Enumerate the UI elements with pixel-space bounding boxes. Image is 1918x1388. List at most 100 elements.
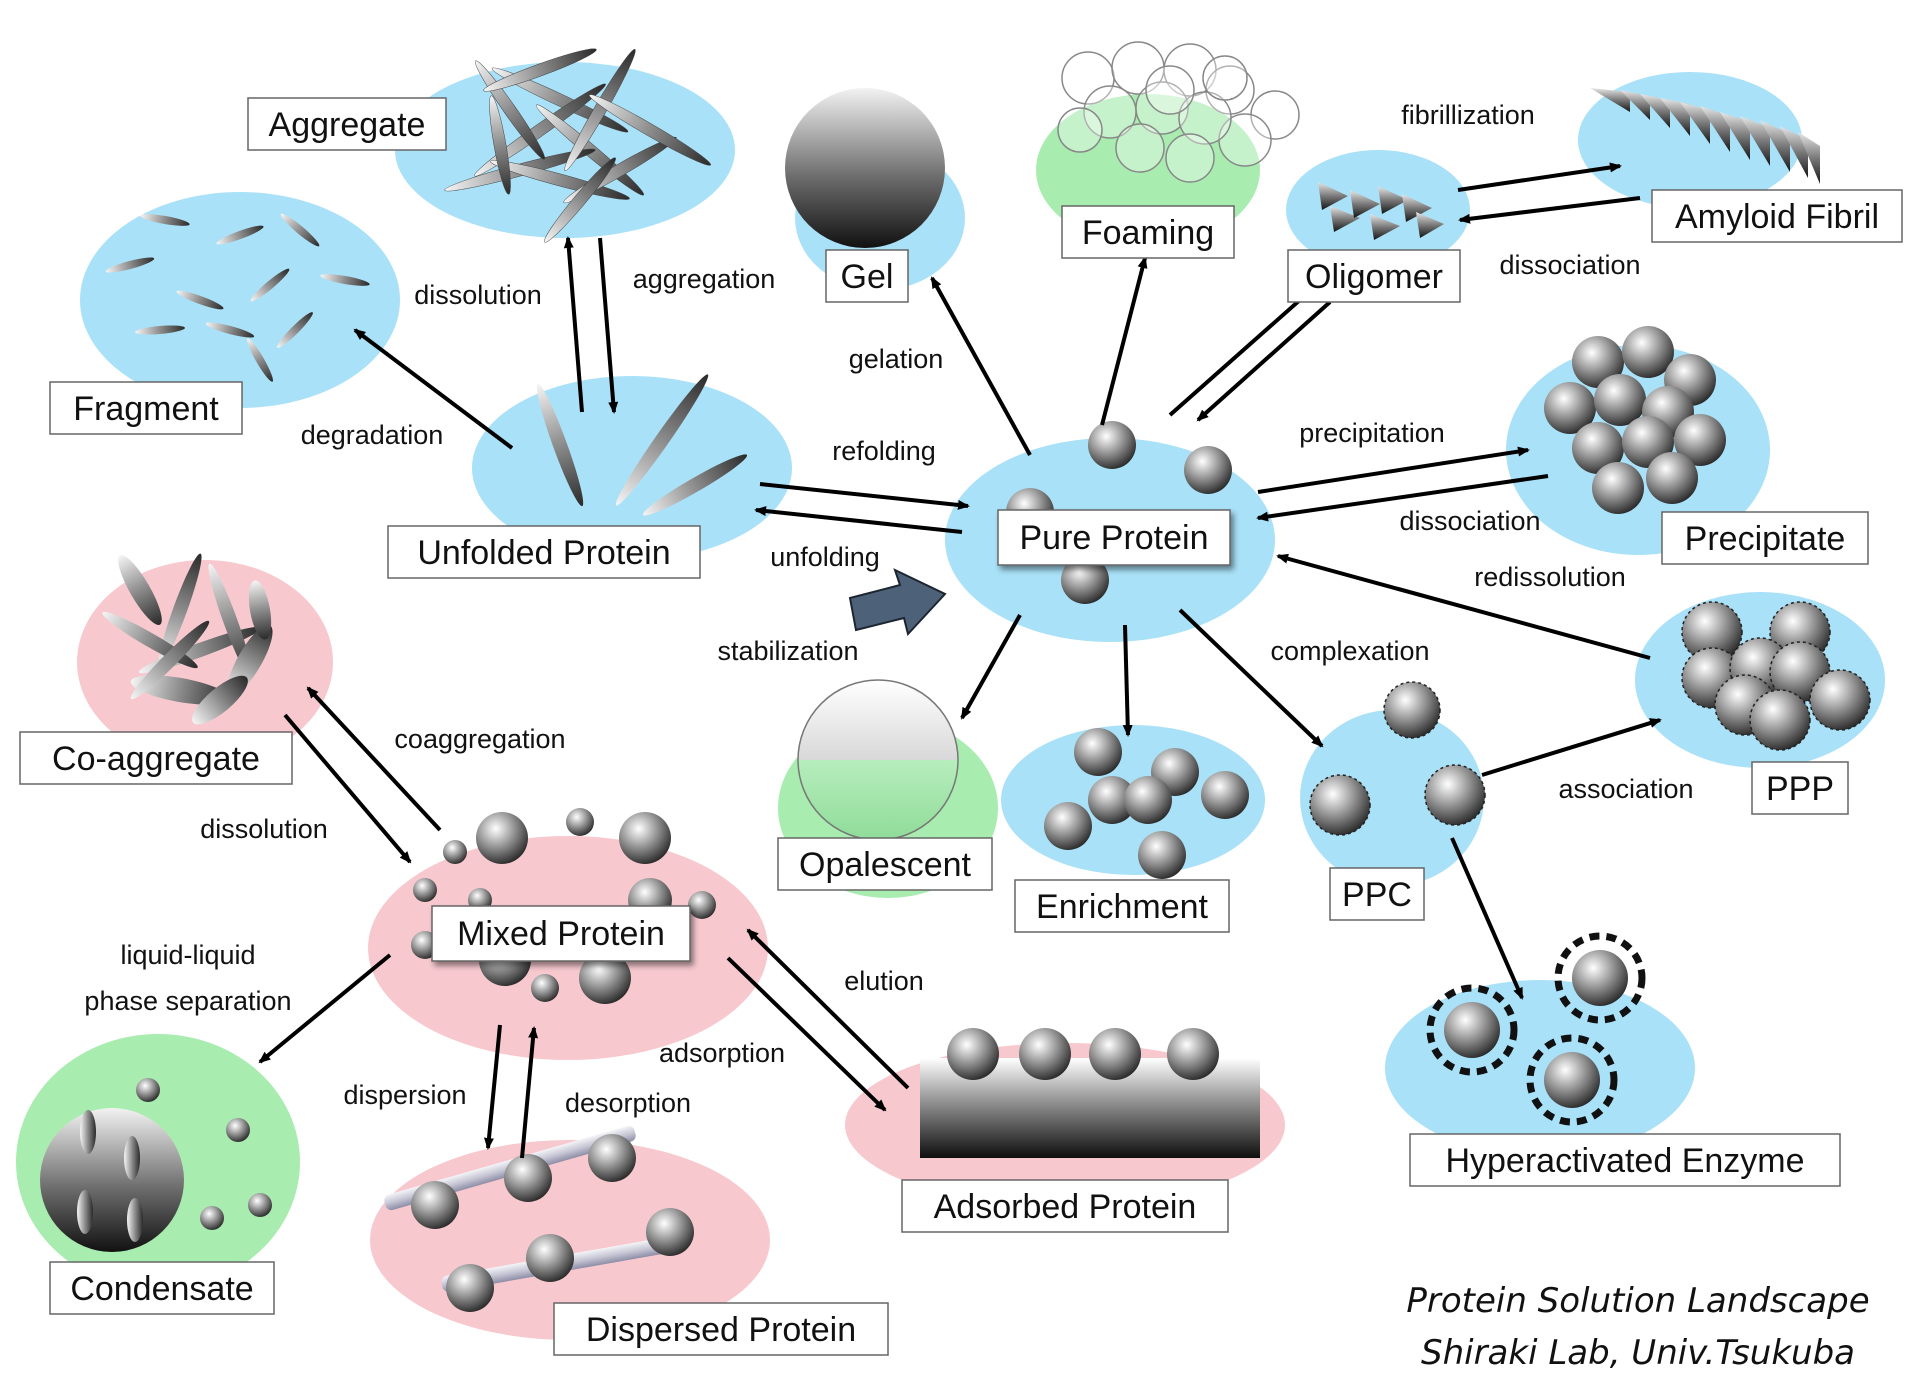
box-amyloid — [1651, 189, 1903, 243]
node-hyperactivated-enzyme: Hyperactivated Enzyme — [1445, 1142, 1804, 1180]
arrow-coaggregation — [306, 686, 442, 832]
gel-sphere — [785, 88, 945, 248]
credit-title: Protein Solution Landscape — [1406, 1281, 1869, 1321]
amyloid-blob — [1578, 72, 1802, 208]
edge-llps-line1: liquid-liquid — [120, 940, 255, 970]
oligomer-blob — [1286, 150, 1470, 270]
illustrations — [40, 41, 1871, 1312]
arrow-degradation — [353, 328, 514, 450]
box-unfolded — [387, 525, 701, 579]
box-foaming — [1061, 205, 1235, 259]
edge-dissolution-top: dissolution — [414, 280, 542, 310]
arrow-elution — [746, 928, 910, 1090]
node-condensate: Condensate — [70, 1270, 253, 1308]
edge-precipitation: precipitation — [1299, 418, 1445, 448]
edge-refolding: refolding — [832, 436, 936, 466]
arrow-redissolution — [1276, 553, 1651, 660]
arrow-adsorption — [726, 956, 887, 1112]
arrow-complexation — [1178, 608, 1324, 748]
node-labels: Aggregate Fragment Gel Foaming Oligomer … — [52, 106, 1879, 1349]
node-co-aggregate: Co-aggregate — [52, 740, 260, 778]
node-amyloid-fibril: Amyloid Fibril — [1675, 198, 1879, 236]
arrow-gelation — [930, 276, 1032, 456]
edge-dispersion: dispersion — [343, 1080, 466, 1110]
node-pure-protein: Pure Protein — [1020, 519, 1209, 557]
edge-gelation: gelation — [849, 344, 944, 374]
edge-complexation: complexation — [1270, 636, 1429, 666]
node-oligomer: Oligomer — [1305, 258, 1443, 296]
node-fragment: Fragment — [73, 390, 219, 428]
arrow-llps — [258, 953, 392, 1064]
arrow-association — [1481, 718, 1662, 777]
ppc-spheres — [1309, 681, 1486, 836]
arrow-dissolution-co — [283, 713, 412, 864]
node-opalescent: Opalescent — [799, 846, 972, 884]
arrow-from-oligomer — [1196, 300, 1332, 422]
edge-redissolution: redissolution — [1474, 562, 1626, 592]
box-ppc — [1329, 867, 1425, 921]
ppc-blob — [1300, 710, 1484, 886]
node-boxes — [19, 97, 1903, 1356]
arrow-enrichment — [1122, 624, 1133, 737]
aggregate-blob — [395, 62, 735, 238]
credit-lab: Shiraki Lab, Univ.Tsukuba — [1421, 1333, 1855, 1373]
enrichment-spheres — [1044, 728, 1249, 879]
adsorbed-surface — [920, 1028, 1260, 1158]
edge-coaggregation: coaggregation — [394, 724, 565, 754]
edge-degradation: degradation — [301, 420, 444, 450]
edge-elution: elution — [844, 966, 924, 996]
foaming-bubbles — [1057, 41, 1300, 183]
node-dispersed-protein: Dispersed Protein — [586, 1311, 856, 1349]
edge-stabilization: stabilization — [717, 636, 858, 666]
edge-desorption: desorption — [565, 1088, 691, 1118]
node-ppc: PPC — [1342, 876, 1412, 914]
condensate-droplet — [40, 1078, 272, 1252]
arrow-to-oligomer — [1168, 282, 1320, 417]
arrow-refolding — [759, 482, 970, 510]
arrow-opalescent — [960, 614, 1022, 720]
coaggregate-needles — [102, 553, 273, 725]
aggregate-needles — [444, 48, 711, 243]
node-adsorbed-protein: Adsorbed Protein — [934, 1188, 1197, 1226]
arrow-unfolding — [754, 506, 963, 534]
arrows — [258, 162, 1662, 1159]
hyperactivated-blob — [1385, 980, 1695, 1156]
edge-dissociation-fibril: dissociation — [1499, 250, 1640, 280]
stabilization-arrow — [848, 568, 947, 637]
edge-fibrillization: fibrillization — [1401, 100, 1535, 130]
node-foaming: Foaming — [1082, 214, 1214, 252]
ppp-cluster — [1681, 601, 1871, 751]
arrow-precipitate-dissociation — [1256, 474, 1549, 522]
arrow-dispersion — [483, 1024, 502, 1150]
box-dispersed — [553, 1302, 889, 1356]
box-adsorbed — [901, 1179, 1229, 1233]
box-precipitate — [1661, 511, 1869, 565]
arrow-aggregation-down — [598, 237, 619, 414]
credit: Protein Solution Landscape Shiraki Lab, … — [1406, 1281, 1869, 1373]
node-gel: Gel — [841, 258, 894, 296]
amyloid-sawtooth — [1590, 88, 1820, 184]
box-opalescent — [777, 837, 993, 891]
box-enrichment — [1014, 879, 1230, 933]
edge-adsorption: adsorption — [659, 1038, 785, 1068]
unfolded-needles — [536, 374, 748, 516]
node-enrichment: Enrichment — [1036, 888, 1209, 926]
edge-aggregation: aggregation — [633, 264, 776, 294]
fragment-pieces — [105, 213, 370, 382]
box-pure — [997, 509, 1231, 566]
box-mixed — [431, 905, 691, 962]
arrow-fibrillization — [1457, 162, 1622, 192]
node-unfolded-protein: Unfolded Protein — [417, 534, 670, 572]
box-oligomer — [1287, 249, 1461, 303]
box-hyperactivated — [1409, 1133, 1841, 1187]
fragment-blob — [80, 192, 400, 408]
edge-dissociation-precipitate: dissociation — [1399, 506, 1540, 536]
box-aggregate — [247, 97, 447, 151]
node-precipitate: Precipitate — [1685, 520, 1846, 558]
box-gel — [825, 249, 909, 303]
edge-llps-line2: phase separation — [84, 986, 291, 1016]
arrow-to-hyperactivated — [1450, 837, 1524, 1000]
node-ppp: PPP — [1766, 770, 1834, 808]
box-coaggregate — [19, 731, 293, 785]
